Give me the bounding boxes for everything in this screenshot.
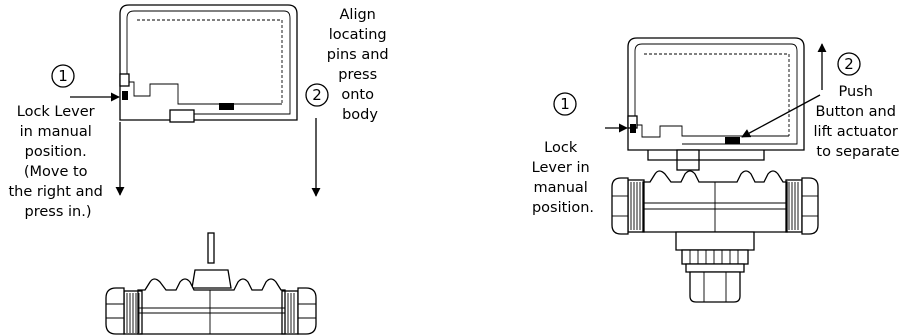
right-release-button: [725, 137, 740, 144]
left-release-button: [219, 103, 234, 110]
right-step2-marker: [837, 52, 861, 76]
left-installation-panel: 1 2 Lock Lever in manual position. (Move…: [9, 4, 393, 335]
right-push-button-arrow: [741, 94, 821, 138]
right-step1-number: 1: [560, 95, 570, 113]
left-valve-body: [105, 232, 317, 335]
right-lock-lever: [630, 124, 636, 133]
right-valve-body: [611, 170, 819, 303]
right-removal-panel: 1 2 Lock Lever in manual position. Push …: [532, 37, 903, 303]
left-step1-number: 1: [58, 67, 68, 85]
left-step2-number: 2: [312, 86, 322, 104]
right-step1-marker: [553, 92, 577, 116]
left-step1-marker: [51, 64, 75, 88]
left-step1-text: Lock Lever in manual position. (Move to …: [9, 104, 108, 220]
left-step2-marker: [305, 83, 329, 107]
left-lock-lever: [122, 91, 128, 100]
right-step1-text: Lock Lever in manual position.: [532, 140, 595, 216]
left-actuator: [119, 4, 298, 123]
right-step2-number: 2: [844, 55, 854, 73]
right-step2-text: Push Button and lift actuator to separat…: [814, 84, 903, 160]
right-actuator: [627, 37, 805, 171]
left-step2-text: Align locating pins and press onto body: [327, 7, 393, 123]
